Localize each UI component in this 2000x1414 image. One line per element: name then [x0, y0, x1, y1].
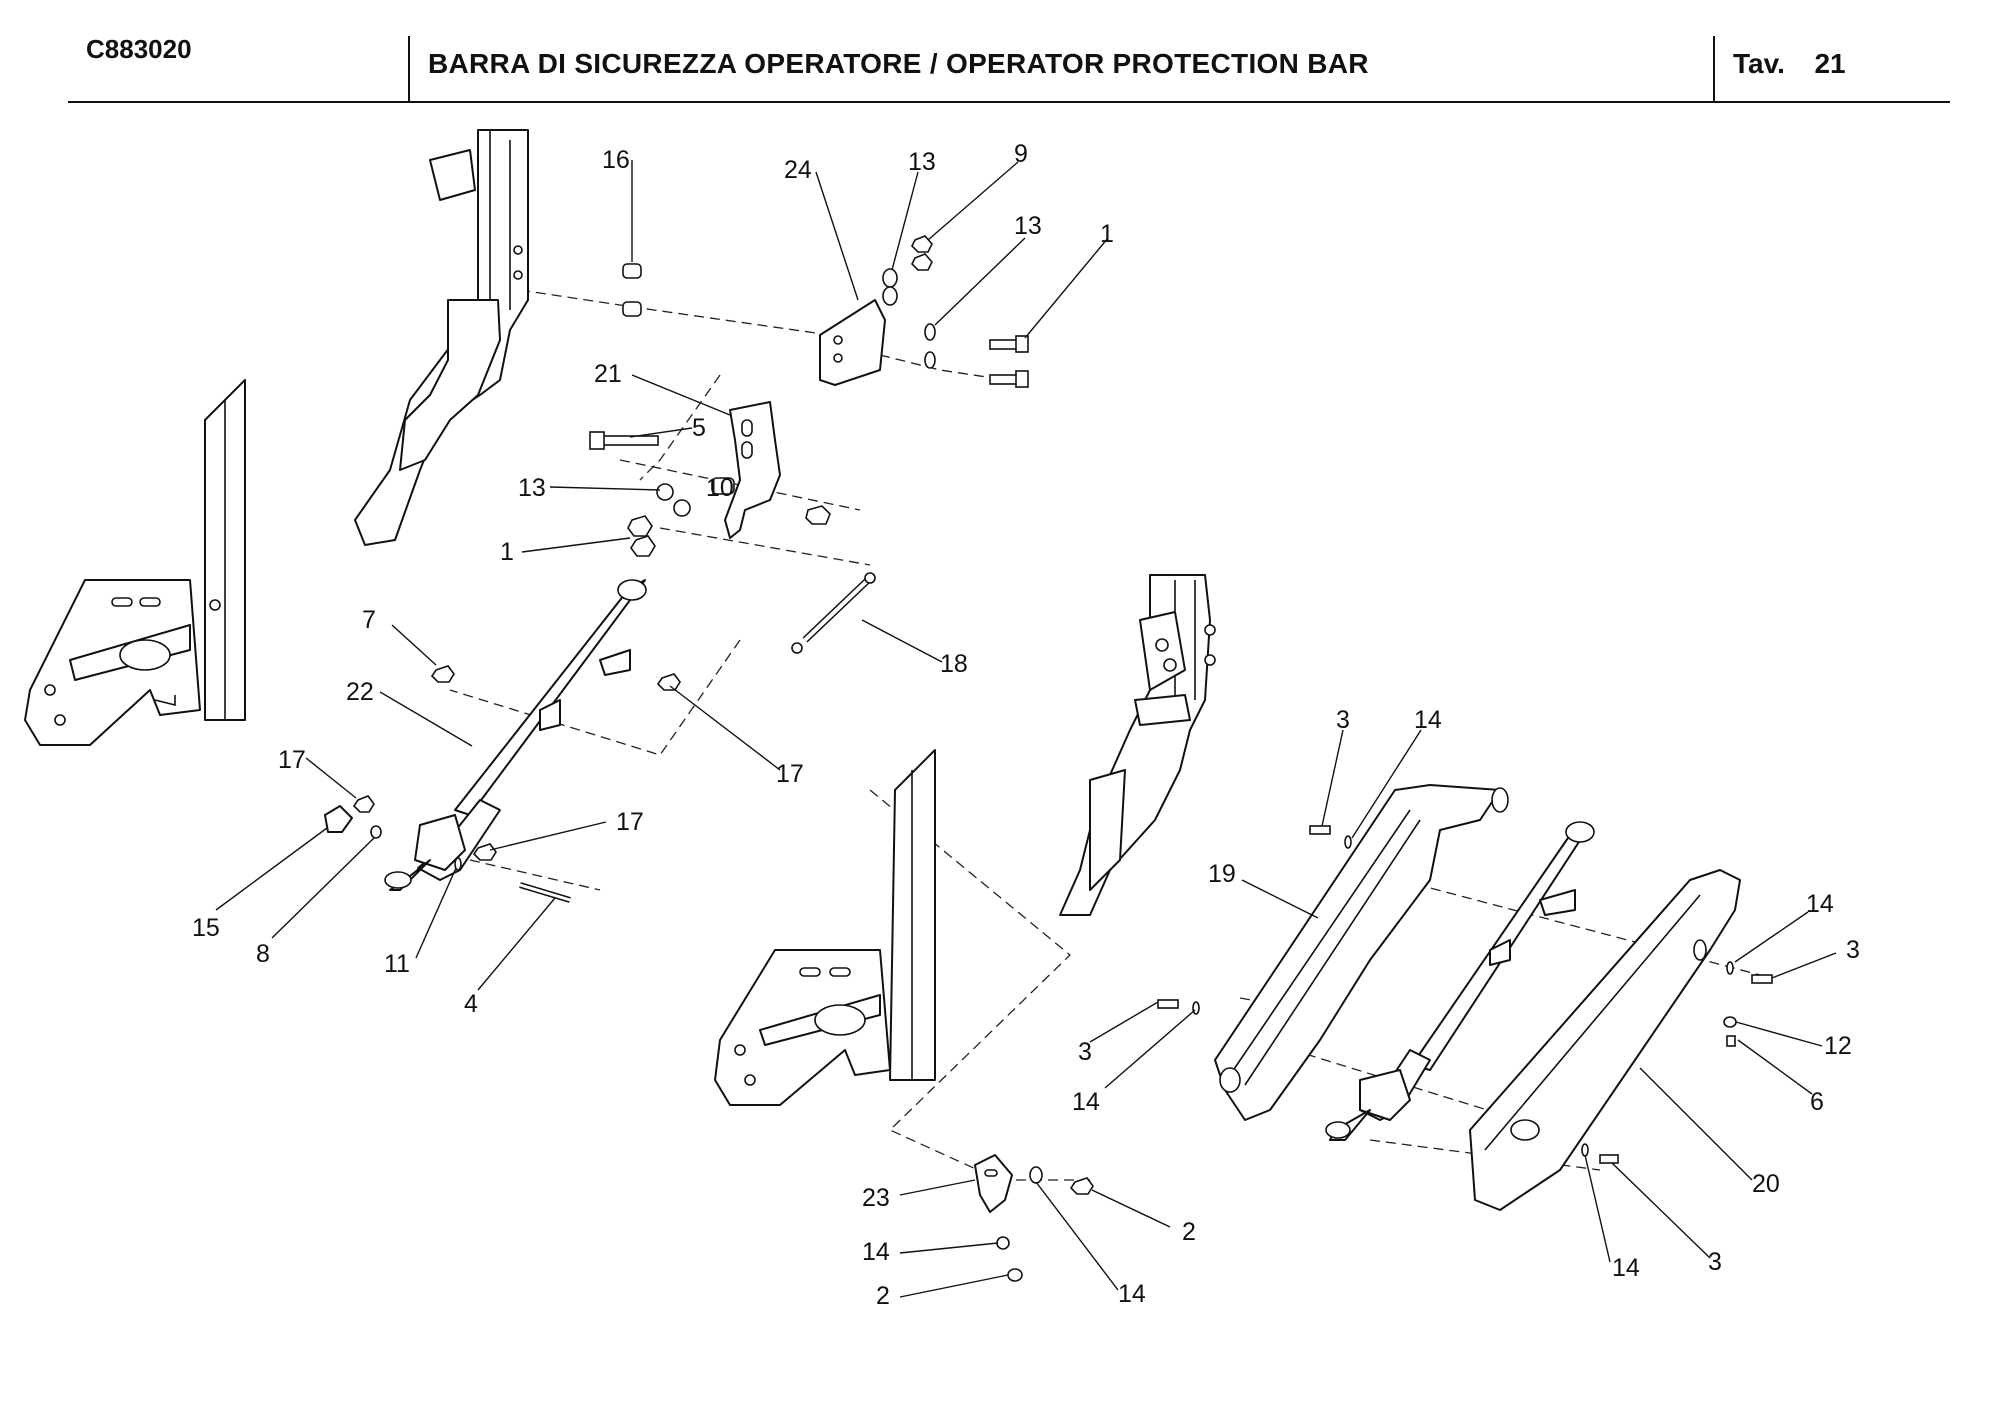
- callout-16: 16: [602, 146, 630, 174]
- callout-20: 20: [1752, 1170, 1780, 1198]
- cab-post-upper: [354, 129, 529, 546]
- drawing-title: BARRA DI SICUREZZA OPERATORE / OPERATOR …: [428, 48, 1369, 79]
- callout-14: 14: [1414, 706, 1442, 734]
- table-label: Tav.: [1733, 48, 1785, 79]
- callout-17: 17: [616, 808, 644, 836]
- screw-6-icon: [1726, 1035, 1736, 1047]
- nut-17c-icon: [472, 843, 497, 861]
- callout-19: 19: [1208, 860, 1236, 888]
- washer-8-icon: [370, 825, 382, 839]
- callout-14: 14: [1118, 1280, 1146, 1308]
- bushing-16-icon: [622, 263, 642, 279]
- callout-14: 14: [862, 1238, 890, 1266]
- bracket-21-group: [589, 401, 831, 557]
- fasteners-left-bar: [324, 665, 681, 903]
- header-divider-right: [1713, 36, 1715, 102]
- fasteners-top: [622, 235, 1029, 388]
- drawing-code: C883020: [86, 34, 192, 64]
- drawing-header: C883020 BARRA DI SICUREZZA OPERATORE / O…: [0, 0, 2000, 110]
- callout-13: 13: [518, 474, 546, 502]
- header-divider-left: [408, 36, 410, 102]
- callout-9: 9: [1014, 140, 1028, 168]
- table-number: Tav. 21: [1733, 48, 1846, 80]
- callout-22: 22: [346, 678, 374, 706]
- washer-14f-icon: [1581, 1143, 1589, 1157]
- callout-13: 13: [1014, 212, 1042, 240]
- washer-14b-icon: [1192, 1001, 1200, 1015]
- protection-bar-22: [384, 579, 647, 891]
- protection-bar-right: [1325, 821, 1595, 1141]
- callout-13: 13: [908, 148, 936, 176]
- callout-numbers: 16 24 13 9 13 1 21 5 13 10 1 7 18 22 17 …: [192, 140, 1860, 1310]
- callout-1: 1: [500, 538, 514, 566]
- callout-24: 24: [784, 156, 812, 184]
- bracket-23-group: [974, 1154, 1094, 1282]
- washer-14-icon: [1029, 1166, 1043, 1184]
- callout-14: 14: [1072, 1088, 1100, 1116]
- table-number-value: 21: [1814, 48, 1846, 79]
- leader-lines: [215, 160, 1837, 1298]
- callout-17: 17: [278, 746, 306, 774]
- callout-3: 3: [1078, 1038, 1092, 1066]
- fasteners-right: [1157, 825, 1773, 1164]
- callout-3: 3: [1336, 706, 1350, 734]
- nut-7-icon: [430, 665, 455, 683]
- callout-4: 4: [464, 990, 478, 1018]
- washer-14a-icon: [1344, 835, 1352, 849]
- bolt-3d-icon: [1599, 1154, 1619, 1164]
- callout-2: 2: [1182, 1218, 1196, 1246]
- nut-17b-icon: [352, 795, 375, 813]
- callout-18: 18: [940, 650, 968, 678]
- callout-1: 1: [1100, 220, 1114, 248]
- cab-post-left: [24, 379, 246, 746]
- callout-15: 15: [192, 914, 220, 942]
- cab-post-center: [714, 749, 936, 1106]
- nut-2a-icon: [1069, 1177, 1094, 1195]
- nut-2b-icon: [1007, 1268, 1023, 1282]
- callout-7: 7: [362, 606, 376, 634]
- callout-14: 14: [1612, 1254, 1640, 1282]
- gas-strut-18: [791, 572, 876, 654]
- washer-14c-icon: [1726, 961, 1734, 975]
- callout-6: 6: [1810, 1088, 1824, 1116]
- bracket-23-icon: [974, 1154, 1013, 1213]
- callout-8: 8: [256, 940, 270, 968]
- callout-12: 12: [1824, 1032, 1852, 1060]
- header-bottom-rule: [68, 101, 1950, 103]
- nut-17a-icon: [656, 673, 681, 691]
- callout-3: 3: [1708, 1248, 1722, 1276]
- callout-2: 2: [876, 1282, 890, 1310]
- bracket-24-icon: [819, 299, 886, 386]
- callout-17: 17: [776, 760, 804, 788]
- bolt-3a-icon: [1309, 825, 1331, 835]
- callout-14: 14: [1806, 890, 1834, 918]
- callout-11: 11: [384, 950, 410, 978]
- washer-14d-icon: [996, 1236, 1010, 1250]
- pin-11-icon: [454, 857, 462, 871]
- callout-23: 23: [862, 1184, 890, 1212]
- bolt-3c-icon: [1751, 974, 1773, 984]
- padding-19: [1214, 784, 1509, 1121]
- cover-20: [1469, 869, 1741, 1211]
- cab-post-right-upper: [1059, 574, 1216, 916]
- callout-21: 21: [594, 360, 622, 388]
- bolt-3b-icon: [1157, 999, 1179, 1009]
- callout-5: 5: [692, 414, 706, 442]
- callout-3: 3: [1846, 936, 1860, 964]
- callout-10: 10: [706, 474, 734, 502]
- bushing-16b-icon: [622, 301, 642, 317]
- washer-12-icon: [1723, 1016, 1737, 1028]
- cap-15-icon: [324, 805, 353, 833]
